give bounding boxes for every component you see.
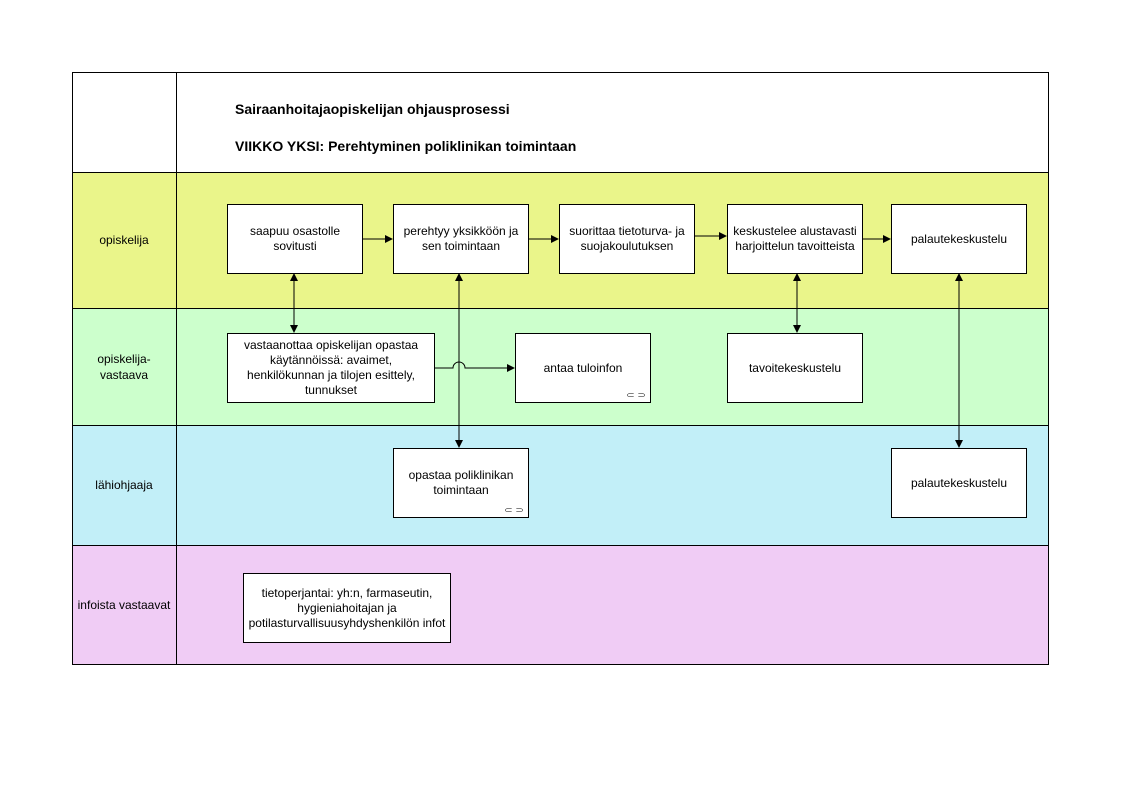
step-guide-clinic: opastaa poliklinikan toimintaan ⸦⸧ <box>393 448 529 518</box>
lane-infoista-vastaavat <box>72 545 1049 665</box>
lane-lahiohjaaja <box>72 425 1049 545</box>
step-receive-student: vastaanottaa opiskelijan opastaa käytänn… <box>227 333 435 403</box>
lane-label-lahiohjaaja: lähiohjaaja <box>95 478 153 492</box>
label-column-divider <box>176 72 177 665</box>
lane-label-opiskelija-vastaava: opiskelija- vastaava <box>97 351 151 382</box>
step-info-friday: tietoperjantai: yh:n, farmaseutin, hygie… <box>243 573 451 643</box>
lane-label-opiskelija: opiskelija <box>99 233 149 247</box>
subprocess-icon: ⸦⸧ <box>503 504 525 517</box>
diagram-frame <box>72 72 1049 665</box>
diagram-subtitle: VIIKKO YKSI: Perehtyminen poliklinikan t… <box>235 138 577 154</box>
step-goal-discussion: tavoitekeskustelu <box>727 333 863 403</box>
step-security-training: suorittaa tietoturva- ja suojakoulutukse… <box>559 204 695 274</box>
header-lane <box>72 72 1049 172</box>
diagram-title: Sairaanhoitajaopiskelijan ohjausprosessi <box>235 101 510 117</box>
subprocess-icon: ⸦⸧ <box>625 389 647 402</box>
step-feedback-supervisor: palautekeskustelu <box>891 448 1027 518</box>
step-feedback-student: palautekeskustelu <box>891 204 1027 274</box>
step-familiarize: perehtyy yksikköön ja sen toimintaan <box>393 204 529 274</box>
step-goals-discussion: keskustelee alustavasti harjoittelun tav… <box>727 204 863 274</box>
arrow-receive-to-arrival-info <box>435 361 515 372</box>
lane-label-infoista-vastaavat: infoista vastaavat <box>77 598 171 612</box>
step-arrival-info: antaa tuloinfon ⸦⸧ <box>515 333 651 403</box>
step-arrive: saapuu osastolle sovitusti <box>227 204 363 274</box>
